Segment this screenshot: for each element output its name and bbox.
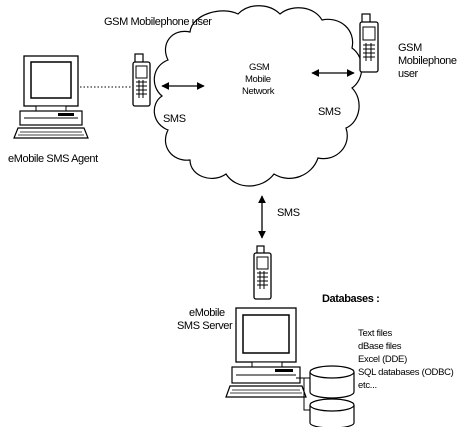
agent-phone-icon	[132, 53, 151, 107]
network-label-line3: Network	[242, 86, 275, 97]
db-connector-2	[303, 378, 310, 411]
database-item: Excel (DDE)	[358, 354, 407, 365]
sms-left-label: SMS	[163, 113, 186, 125]
agent-label: eMobile SMS Agent	[8, 153, 98, 165]
databases-title: Databases :	[322, 293, 380, 305]
server-label-line2: SMS Server	[177, 320, 233, 332]
server-computer-icon	[225, 307, 307, 398]
sms-bottom-label: SMS	[277, 207, 300, 219]
gsm-user-top-label: GSM Mobilephone user	[104, 16, 212, 28]
sms-right-label: SMS	[318, 106, 341, 118]
database-item: etc...	[358, 380, 377, 391]
gsm-user-right-label-line2: Mobilephone	[398, 55, 457, 67]
network-label-line2: Mobile	[245, 74, 271, 85]
database-cylinder-icon	[309, 365, 355, 399]
database-cylinder-icon	[309, 398, 355, 427]
network-cloud-icon	[153, 5, 363, 187]
database-item: SQL databases (ODBC)	[358, 367, 454, 378]
gsm-user-right-label-line3: user	[398, 68, 418, 80]
server-label-line1: eMobile	[189, 307, 225, 319]
right-phone-icon	[359, 13, 379, 73]
database-item: Text files	[358, 328, 392, 339]
server-phone-icon	[253, 245, 272, 300]
databases-list: Text files dBase files Excel (DDE) SQL d…	[358, 327, 454, 392]
agent-computer-icon	[13, 55, 89, 139]
database-item: dBase files	[358, 341, 402, 352]
network-label-line1: GSM	[249, 62, 270, 73]
gsm-user-right-label-line1: GSM	[398, 42, 422, 54]
